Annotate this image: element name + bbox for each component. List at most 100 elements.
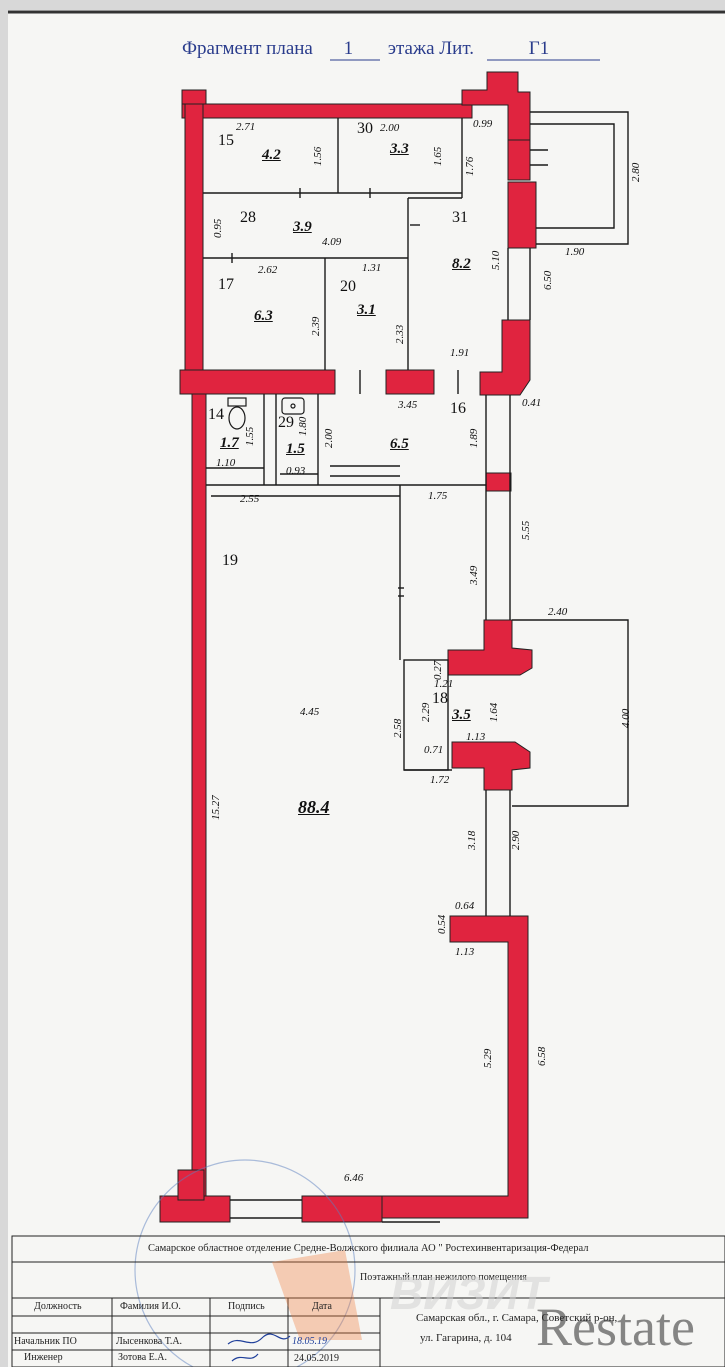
room-17-number: 17: [218, 276, 234, 293]
footer-col-sign: Подпись: [228, 1301, 265, 1312]
room-31-area: 8.2: [452, 256, 471, 272]
dim-0-54: 0.54: [436, 914, 448, 934]
room-18-number: 18: [432, 690, 448, 707]
signature-1: [227, 1333, 291, 1345]
footer-org: Самарское областное отделение Средне-Вол…: [148, 1243, 589, 1254]
room-31-number: 31: [452, 209, 468, 226]
room-16-number: 16: [450, 400, 466, 417]
dim-4-00: 4.00: [620, 708, 632, 728]
header-lit: Г1: [528, 38, 550, 59]
footer-row1-position: Начальник ПО: [14, 1336, 77, 1347]
dim-6-46: 6.46: [344, 1172, 364, 1184]
header-middle: этажа Лит.: [387, 38, 474, 59]
dim-3-18: 3.18: [466, 830, 478, 850]
room-15-area: 4.2: [262, 147, 281, 163]
room-20-area: 3.1: [357, 302, 376, 318]
stamp-circle: [134, 1159, 356, 1367]
dim-2-39: 2.39: [310, 316, 322, 336]
room-17-area: 6.3: [254, 308, 273, 324]
watermark-logo-mark: [272, 1250, 362, 1340]
footer-row2-name: Зотова Е.А.: [118, 1352, 167, 1363]
footer-col-name: Фамилия И.О.: [120, 1301, 181, 1312]
plan-header: Фрагмент плана 1 этажа Лит. Г1: [182, 38, 549, 60]
dim-5-10: 5.10: [490, 250, 502, 270]
room-16-area: 6.5: [390, 436, 409, 452]
dim-3-45: 3.45: [398, 399, 418, 411]
dim-1-65: 1.65: [432, 146, 444, 166]
dim-1-76: 1.76: [464, 156, 476, 176]
room-28-number: 28: [240, 209, 256, 226]
dim-2-29: 2.29: [420, 702, 432, 722]
room-14-area: 1.7: [220, 435, 239, 451]
room-20-number: 20: [340, 278, 356, 295]
dim-0-99: 0.99: [473, 118, 493, 130]
room-30-area: 3.3: [390, 141, 409, 157]
partitions: [203, 111, 629, 1223]
footer-row1-date: 18.05.19: [292, 1336, 327, 1347]
dim-2-90: 2.90: [510, 830, 522, 850]
dim-1-80: 1.80: [297, 416, 309, 436]
room-19-number: 19: [222, 552, 238, 569]
room-19-area: 88.4: [298, 797, 330, 817]
dim-0-71: 0.71: [424, 744, 444, 756]
dim-2-33: 2.33: [394, 324, 406, 344]
dim-0-41: 0.41: [522, 397, 542, 409]
dim-5-29: 5.29: [482, 1048, 494, 1068]
dim-0-64: 0.64: [455, 900, 475, 912]
signature-2: [231, 1353, 259, 1362]
footer-table: [11, 1235, 725, 1367]
dim-2-80: 2.80: [630, 162, 642, 182]
room-30-number: 30: [357, 120, 373, 137]
dim-2-58: 2.58: [392, 718, 404, 738]
footer-address-line1: Самарская обл., г. Самара, Советский р-о…: [416, 1312, 618, 1324]
dim-1-31: 1.31: [362, 262, 382, 274]
room-18-area: 3.5: [452, 707, 471, 723]
dim-1-56: 1.56: [312, 146, 324, 166]
dim-2-55: 2.55: [240, 493, 260, 505]
room-14-number: 14: [208, 406, 224, 423]
dim-1-75: 1.75: [428, 490, 448, 502]
footer-row2-date: 24.05.2019: [294, 1353, 339, 1364]
toilet-icon: [227, 397, 247, 430]
dim-6-58: 6.58: [536, 1046, 548, 1066]
dim-2-62: 2.62: [258, 264, 278, 276]
watermark-brand: ВИЗИТ: [390, 1267, 548, 1319]
header-prefix: Фрагмент плана: [182, 38, 313, 59]
dim-0-93: 0.93: [286, 465, 306, 477]
dim-1-21: 1.21: [434, 678, 454, 690]
dim-1-91: 1.91: [450, 347, 470, 359]
footer-row2-position: Инженер: [24, 1352, 63, 1363]
watermark-restate-logo: Restate: [536, 1297, 695, 1357]
dim-0-95: 0.95: [212, 218, 224, 238]
dim-1-90: 1.90: [565, 246, 585, 258]
dim-5-55: 5.55: [520, 520, 532, 540]
footer-address-line2: ул. Гагарина, д. 104: [420, 1332, 512, 1344]
footer-col-position: Должность: [34, 1301, 82, 1312]
dim-2-00-a: 2.00: [380, 122, 400, 134]
dim-2-40: 2.40: [548, 606, 568, 618]
room-29-area: 1.5: [286, 441, 305, 457]
sink-icon: [281, 397, 305, 415]
footer-col-date: Дата: [312, 1301, 332, 1312]
room-28-area: 3.9: [293, 219, 312, 235]
dim-15-27: 15.27: [210, 795, 222, 820]
dim-4-09: 4.09: [322, 236, 342, 248]
dim-2-71: 2.71: [236, 121, 256, 133]
dim-1-72: 1.72: [430, 774, 450, 786]
header-floor: 1: [343, 38, 354, 59]
dim-1-10: 1.10: [216, 457, 236, 469]
dim-2-00-b: 2.00: [323, 428, 335, 448]
dim-6-50: 6.50: [542, 270, 554, 290]
footer-row1-name: Лысенкова Т.А.: [116, 1336, 183, 1347]
dim-1-13-a: 1.13: [466, 731, 486, 743]
dim-1-13-b: 1.13: [455, 946, 475, 958]
dim-4-45: 4.45: [300, 706, 320, 718]
room-15-number: 15: [218, 132, 234, 149]
dim-1-64: 1.64: [488, 702, 500, 722]
dim-3-49: 3.49: [468, 565, 480, 585]
dim-0-27: 0.27: [432, 660, 444, 680]
walls: [159, 71, 537, 1223]
dim-1-55: 1.55: [244, 426, 256, 446]
dim-1-89: 1.89: [468, 428, 480, 448]
